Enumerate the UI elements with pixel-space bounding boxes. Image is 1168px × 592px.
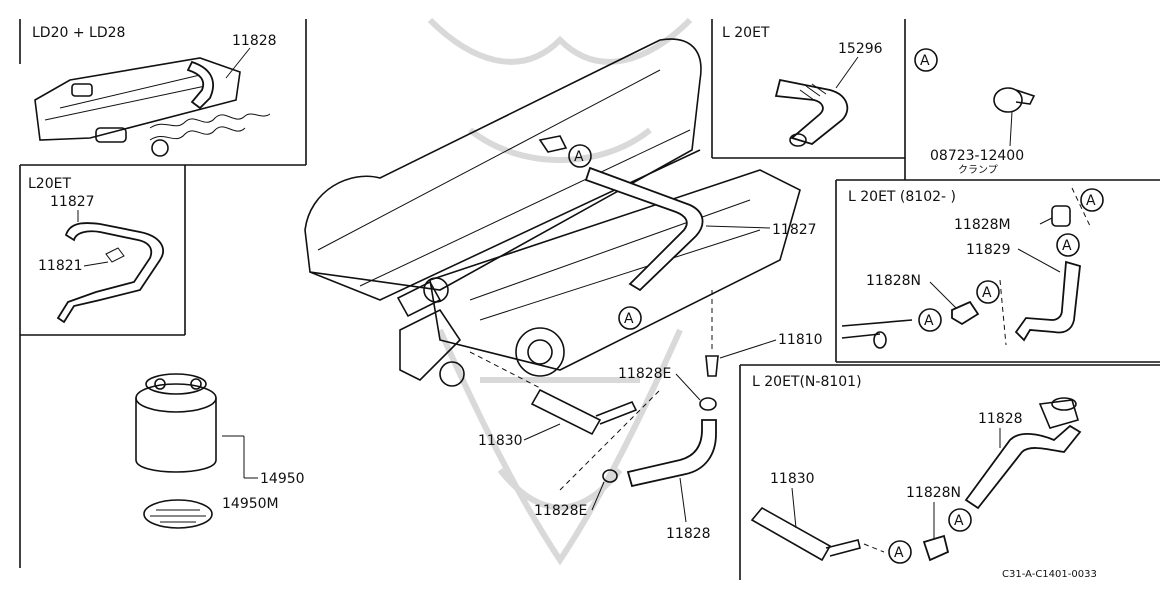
panel-ld20-ld28: LD20 + LD28 11828 <box>32 25 277 157</box>
part-label-11828-ld: 11828 <box>232 33 277 49</box>
part-label-15296: 15296 <box>838 41 883 57</box>
marker-a-m2: A <box>624 311 634 327</box>
marker-a-m1: A <box>574 149 584 165</box>
panel-title-l20et-8102: L 20ET (8102- ) <box>848 189 956 205</box>
panel-borders <box>19 19 1160 580</box>
part-note-clamp: クランプ <box>958 164 998 176</box>
part-label-11829: 11829 <box>966 242 1011 258</box>
panel-title-l20et-top: L 20ET <box>722 25 770 41</box>
panel-l20et-top: L 20ET 15296 <box>722 25 883 147</box>
part-label-11830-br: 11830 <box>770 471 815 487</box>
part-label-11830-main: 11830 <box>478 433 523 449</box>
panel-clamp-a: A 08723-12400 クランプ <box>914 48 1036 176</box>
panel-title-ld20-ld28: LD20 + LD28 <box>32 25 125 41</box>
part-label-11827-left: 11827 <box>50 194 95 210</box>
panel-title-l20et-n8101: L 20ET(N-8101) <box>752 374 862 390</box>
part-label-11810: 11810 <box>778 332 823 348</box>
panel-l20et-n8101: L 20ET(N-8101) 11828 A 11828N A 11830 C3… <box>750 374 1097 580</box>
part-label-14950m: 14950M <box>222 496 279 512</box>
part-label-11827-main: 11827 <box>772 222 817 238</box>
part-label-11828n-br: 11828N <box>906 485 961 501</box>
panel-l20et-left: L20ET 11827 11821 <box>28 176 164 324</box>
marker-a-r4: A <box>924 313 934 329</box>
part-label-11828m: 11828M <box>954 217 1011 233</box>
part-label-08723-12400: 08723-12400 <box>930 148 1024 164</box>
marker-a-label: A <box>920 53 930 69</box>
marker-a-br1: A <box>954 513 964 529</box>
diagram-code: C31-A-C1401-0033 <box>1002 569 1097 580</box>
panel-l20et-8102: L 20ET (8102- ) 11828M A 11829 A 11828N … <box>841 187 1104 349</box>
part-label-11828-main: 11828 <box>666 526 711 542</box>
watermark-emblem <box>427 17 693 566</box>
part-label-11828-br: 11828 <box>978 411 1023 427</box>
part-label-11828n-r: 11828N <box>866 273 921 289</box>
marker-a-circle <box>914 48 938 72</box>
marker-a-r1: A <box>1086 193 1096 209</box>
part-label-11828e-top: 11828E <box>618 366 671 382</box>
part-label-11821: 11821 <box>38 258 83 274</box>
main-engine-assembly: A 11827 A 11810 11828E 11830 11828 11828… <box>135 38 823 542</box>
marker-a-r3: A <box>982 285 992 301</box>
marker-a-r2: A <box>1062 238 1072 254</box>
part-label-11828e-bottom: 11828E <box>534 503 587 519</box>
part-label-14950: 14950 <box>260 471 305 487</box>
panel-title-l20et-left: L20ET <box>28 176 71 192</box>
marker-a-br2: A <box>894 545 904 561</box>
